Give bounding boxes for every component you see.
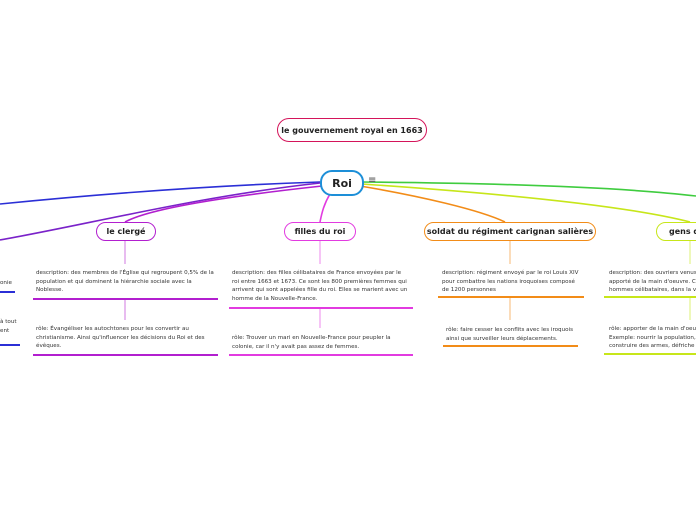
branch-soldat[interactable]: soldat du régiment carignan salières	[424, 222, 596, 241]
root-node[interactable]: Roi	[320, 170, 364, 196]
soldat-role: rôle: faire cesser les conflits avec les…	[446, 327, 574, 342]
branch-clerge-label: le clergé	[106, 227, 146, 236]
connector-soldat	[359, 185, 506, 223]
soldat-description: description: régiment envoyé par le roi …	[442, 270, 579, 294]
connector-far-right	[361, 181, 696, 197]
branch-soldat-label: soldat du régiment carignan salières	[426, 227, 594, 236]
root-label: Roi	[332, 176, 352, 190]
left-partial-top: onie	[0, 280, 12, 286]
menu-icon[interactable]: ≡	[368, 175, 377, 186]
soldat-description-underline	[438, 296, 584, 298]
connector-left-violet	[0, 182, 321, 241]
branch-gens[interactable]: gens de	[656, 222, 696, 241]
filles-description-underline	[229, 307, 413, 309]
clerge-role-underline	[33, 354, 218, 356]
branch-clerge[interactable]: le clergé	[96, 222, 156, 241]
filles-description: description: des filles célibataires de …	[232, 270, 408, 302]
filles-role: rôle: Trouver un mari en Nouvelle-France…	[232, 335, 391, 350]
title-label: le gouvernement royal en 1663	[281, 125, 423, 135]
clerge-role: rôle: Évangéliser les autochtones pour l…	[36, 326, 205, 350]
gens-description-underline	[604, 296, 696, 298]
filles-role-underline	[229, 354, 413, 356]
clerge-description-underline	[33, 298, 218, 300]
gens-role: rôle: apporter de la main d'oeu Exemple:…	[609, 326, 696, 350]
clerge-description: description: des membres de l'Église qui…	[36, 270, 214, 294]
connector-filles	[319, 193, 331, 223]
branch-filles-label: filles du roi	[294, 227, 346, 236]
connector-gens	[361, 183, 691, 223]
connector-clerge	[124, 185, 323, 223]
branch-filles[interactable]: filles du roi	[284, 222, 356, 241]
connector-left-blue	[0, 181, 321, 205]
title-node[interactable]: le gouvernement royal en 1663	[277, 118, 427, 142]
soldat-role-underline	[443, 345, 578, 347]
gens-description: description: des ouvriers venus apporté …	[609, 270, 696, 294]
branch-gens-label: gens de	[669, 227, 696, 236]
left-partial-bottom: à tout ent	[0, 319, 17, 334]
left-partial-top-underline	[0, 291, 15, 293]
left-partial-bottom-underline	[0, 344, 20, 346]
gens-role-underline	[604, 353, 696, 355]
